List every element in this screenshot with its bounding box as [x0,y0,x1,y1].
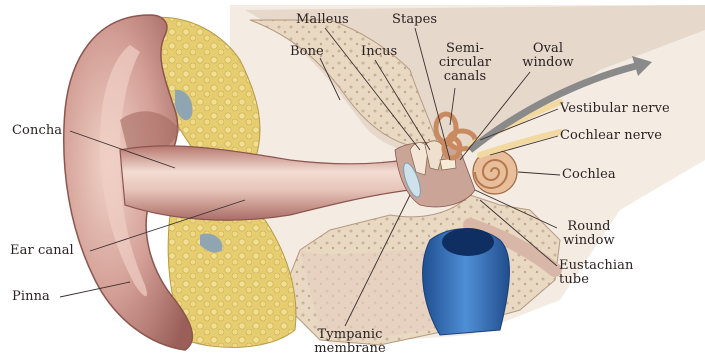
label-tympanic-membrane: Tympanic membrane [305,328,395,356]
label-incus: Incus [361,45,397,59]
label-bone: Bone [290,45,324,59]
label-round-window: Round window [559,220,619,248]
blood-vessel [423,228,510,335]
label-pinna: Pinna [12,290,50,304]
label-malleus: Malleus [296,13,349,27]
label-concha: Concha [12,124,62,138]
label-stapes: Stapes [392,13,437,27]
label-cochlea: Cochlea [562,168,616,182]
label-eustachian-tube: Eustachian tube [559,259,633,287]
label-oval-window: Oval window [518,42,578,70]
label-semicircular-canals: Semi- circular canals [435,42,495,84]
label-ear-canal: Ear canal [10,244,74,258]
label-vestibular-nerve: Vestibular nerve [560,102,670,116]
label-cochlear-nerve: Cochlear nerve [560,129,662,143]
